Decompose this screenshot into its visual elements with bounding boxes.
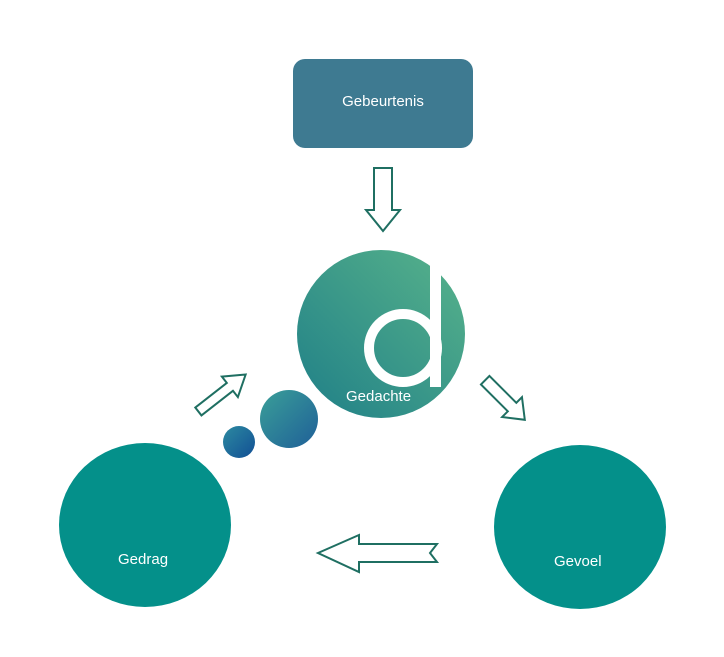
arrow-behaviour-to-thought [193,373,248,417]
thought-bubble-large [260,390,318,448]
arrow-feeling-to-behaviour [315,533,440,574]
thought-label: Gedachte [346,388,412,405]
logo-d-icon [364,262,442,387]
feeling-circle [494,445,666,609]
event-box [293,59,473,148]
arrow-event-to-thought [363,167,403,233]
behaviour-label: Gedrag [118,551,169,568]
behaviour-circle [59,443,231,607]
feeling-label: Gevoel [554,553,602,570]
event-label: Gebeurtenis [342,93,424,110]
thought-bubble-small [223,426,255,458]
arrow-thought-to-feeling [479,374,526,421]
